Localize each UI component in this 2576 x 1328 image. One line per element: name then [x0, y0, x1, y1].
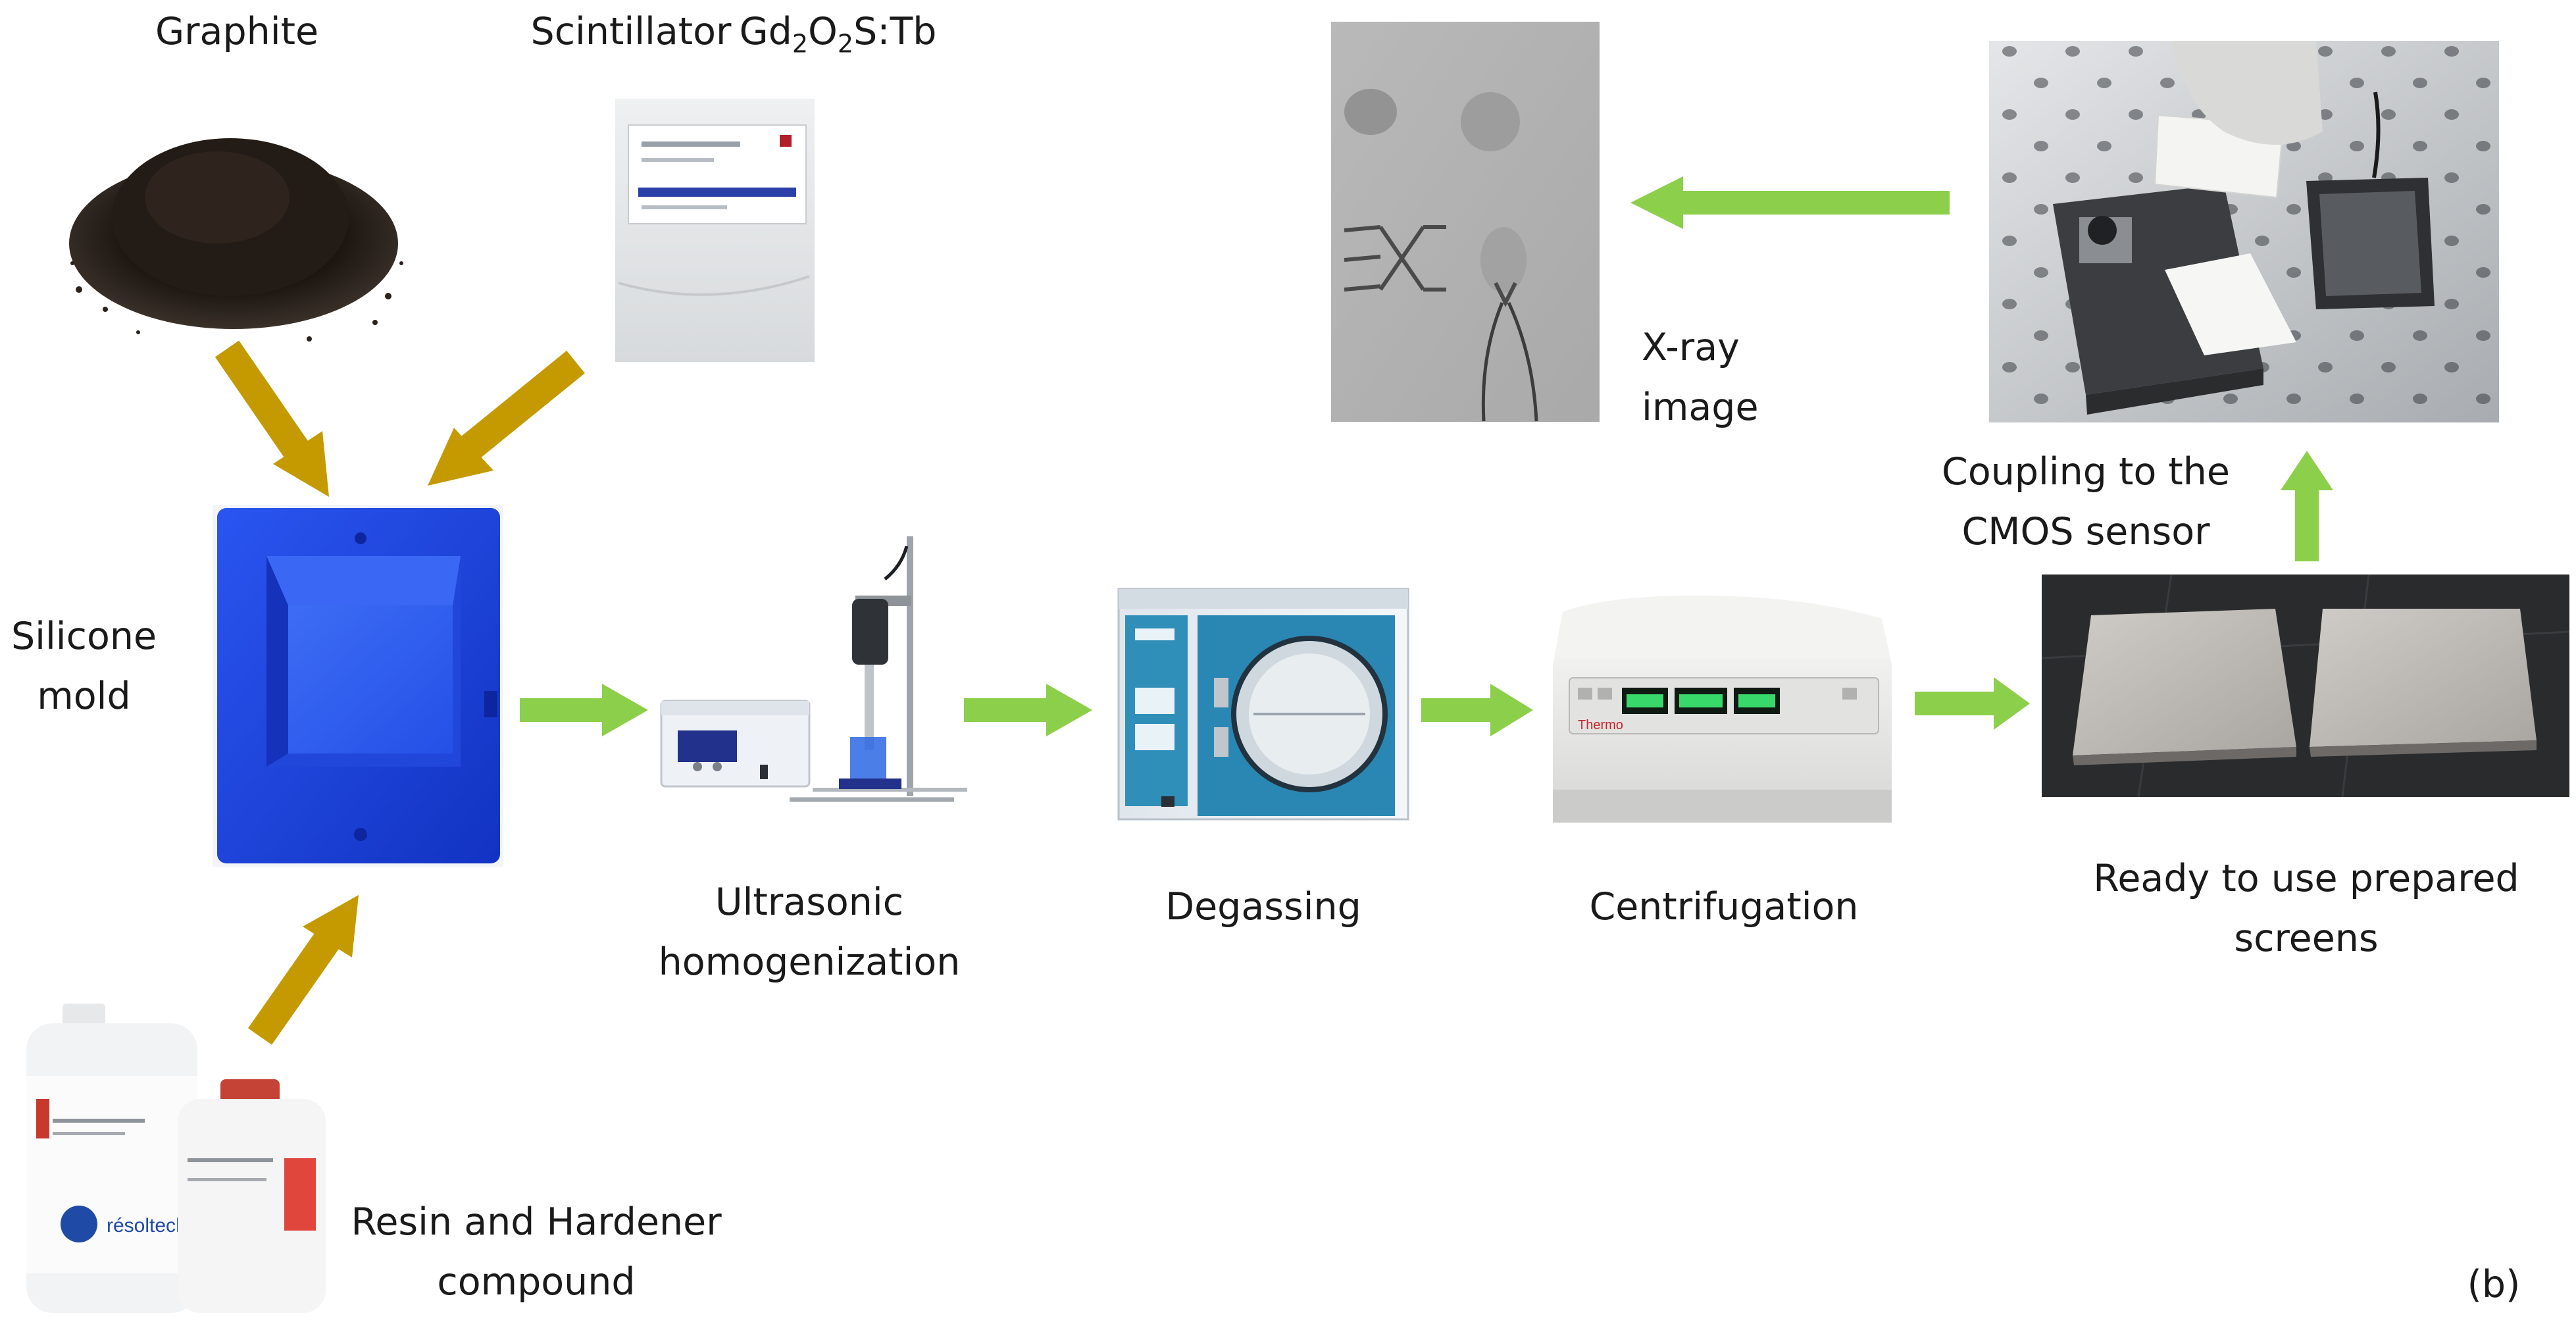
graphite-photo	[69, 138, 403, 342]
scintillator-formula-o: O	[808, 10, 838, 53]
xray-label: X-ray image	[1642, 318, 1773, 438]
centrifuge-brand-text: Thermo	[1578, 718, 1623, 732]
coupling-label: Coupling to the CMOS sensor	[1902, 442, 2270, 562]
resin-label-line1: Resin and Hardener	[351, 1200, 722, 1244]
silicone-mold-label-line2: mold	[37, 675, 131, 719]
graphite-label: Graphite	[155, 10, 319, 53]
silicone-mold-photo	[213, 505, 503, 867]
screens-to-coupling-arrow	[2281, 451, 2333, 561]
centrifugation-to-screens-arrow	[1915, 677, 2030, 730]
scintillator-formula-sub2: 2	[837, 29, 854, 59]
silicone-mold-label: Silicone mold	[0, 607, 168, 727]
degassing-to-centrifugation-arrow	[1421, 684, 1533, 736]
ultrasonic-to-degassing-arrow	[964, 684, 1092, 736]
scintillator-formula-gd: Gd	[739, 10, 792, 53]
coupling-label-line1: Coupling to the	[1942, 450, 2230, 494]
prepared-screens-photo	[2041, 574, 2570, 798]
cmos-coupling-photo	[1989, 41, 2499, 422]
resin-to-mold-arrow	[247, 895, 359, 1045]
scintillator-formula-tail: S:Tb	[853, 10, 937, 53]
resin-bottles-photo: résoltech	[26, 1004, 326, 1313]
scintillator-prefix: Scintillator	[530, 10, 732, 53]
degassing-oven-photo	[1117, 588, 1409, 821]
centrifugation-label: Centrifugation	[1589, 885, 1859, 929]
ultrasonic-label: Ultrasonic homogenization	[632, 873, 987, 992]
xray-label-line1: X-ray	[1642, 326, 1740, 369]
coupling-to-xray-arrow	[1630, 176, 1950, 229]
bottle-brand-text: résoltech	[107, 1215, 187, 1237]
silicone-mold-label-line1: Silicone	[11, 615, 157, 658]
scintillator-formula-sub1: 2	[792, 29, 809, 59]
mold-to-ultrasonic-arrow	[520, 684, 648, 736]
panel-label: (b)	[2467, 1263, 2521, 1306]
ready-screens-label: Ready to use prepared screens	[2046, 849, 2566, 969]
xray-label-line2: image	[1642, 386, 1759, 430]
coupling-label-line2: CMOS sensor	[1961, 510, 2210, 554]
ready-screens-label-line2: screens	[2234, 917, 2379, 961]
ready-screens-label-line1: Ready to use prepared	[2093, 857, 2519, 900]
scintillator-to-mold-arrow	[428, 350, 585, 486]
resin-label: Resin and Hardener compound	[326, 1192, 747, 1312]
graphite-to-mold-arrow	[215, 340, 329, 497]
centrifuge-photo: Thermo	[1553, 596, 1892, 823]
ultrasonic-label-line1: Ultrasonic	[715, 881, 904, 924]
xray-image-photo	[1331, 22, 1600, 422]
resin-label-line2: compound	[437, 1260, 636, 1304]
ultrasonic-homogenizer-photo	[660, 536, 967, 802]
scintillator-bag-photo	[615, 99, 815, 362]
degassing-label: Degassing	[1165, 885, 1361, 929]
ultrasonic-label-line2: homogenization	[658, 940, 961, 984]
